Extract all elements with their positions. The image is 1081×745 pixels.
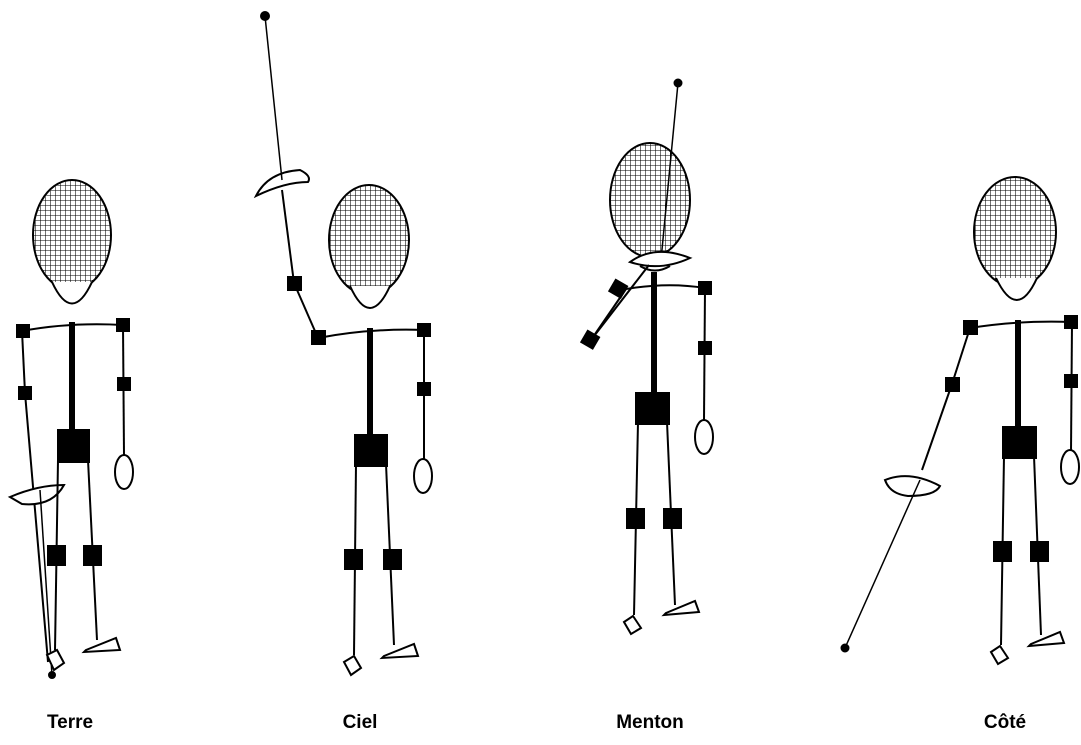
shoulder-line [626,285,705,289]
chin-icon [52,282,92,304]
fencing-mask-icon [329,185,409,295]
figure-cote [842,177,1080,664]
fencing-mask-icon [33,180,111,290]
caption-cote: Côté [984,712,1026,734]
caption-terre: Terre [47,712,93,734]
sword-guard-icon [885,476,940,496]
figure-menton [581,80,713,635]
figure-ciel [256,12,432,675]
fencing-mask-icon [974,177,1056,287]
chin-icon [996,278,1037,300]
sword-guard-icon [10,485,64,504]
figure-terre [10,180,133,678]
chin-icon [350,286,390,308]
caption-menton: Menton [616,712,684,734]
fencing-mask-icon [610,143,690,257]
caption-ciel: Ciel [343,712,378,734]
